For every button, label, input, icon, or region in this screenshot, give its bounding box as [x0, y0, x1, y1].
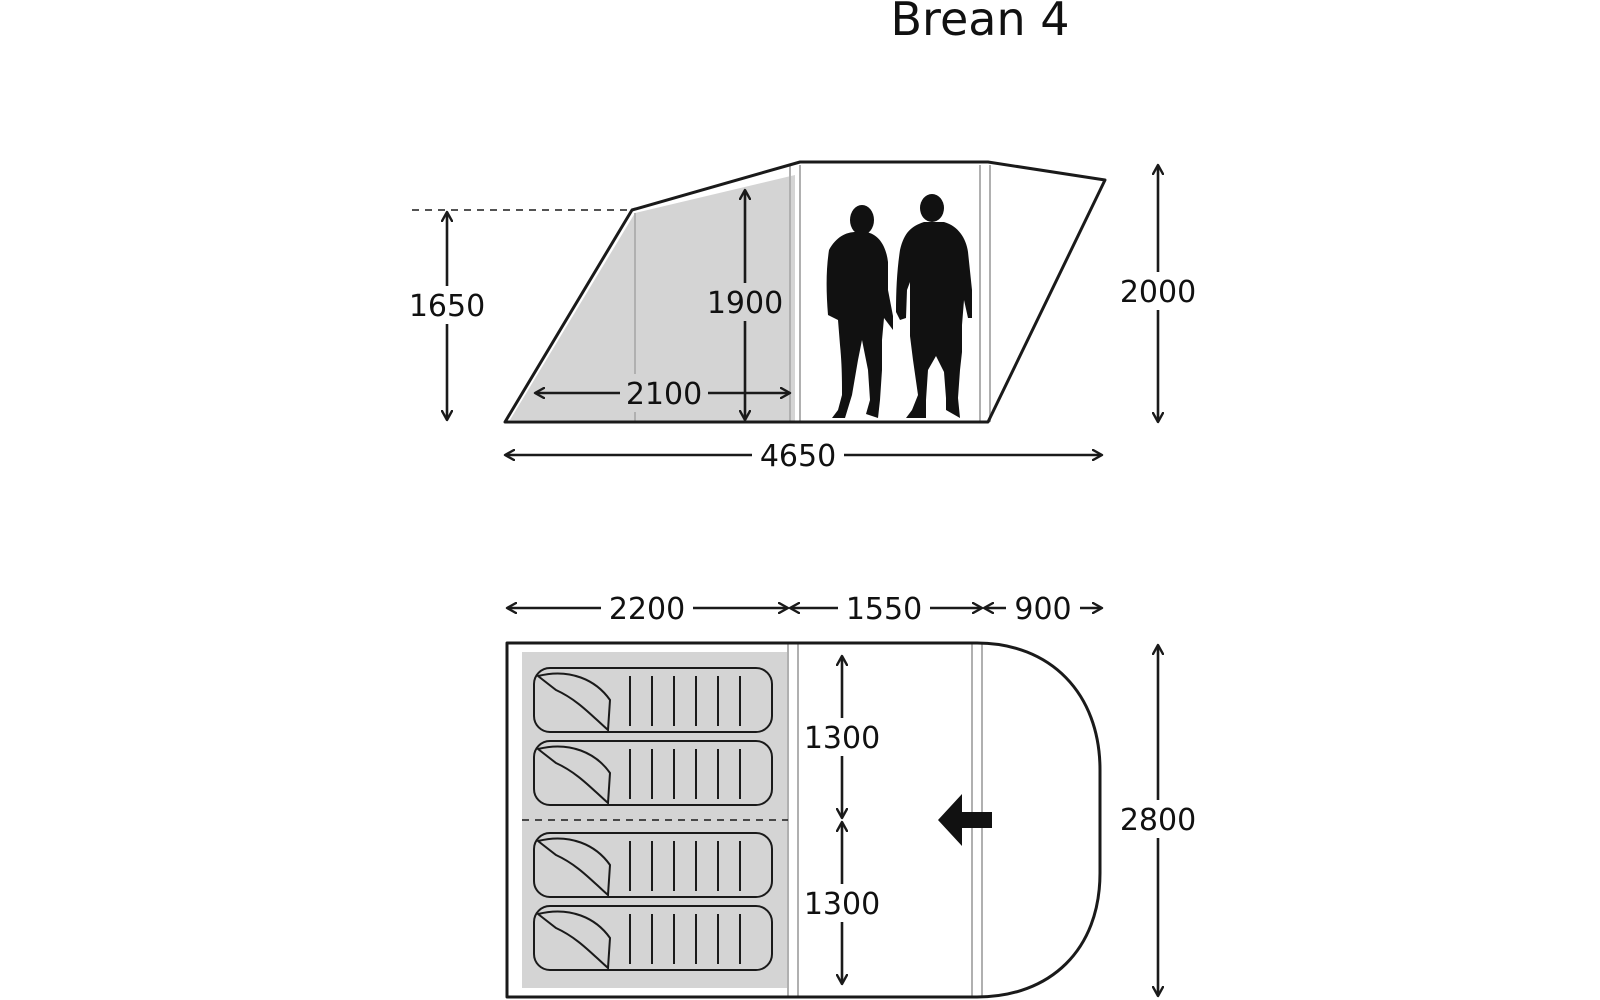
- person-silhouettes: [826, 194, 972, 418]
- entrance-arrow-icon: [938, 794, 992, 846]
- total-height-label: 2000: [1120, 275, 1196, 310]
- inner-height-label: 1900: [707, 286, 783, 321]
- inner-length-label: 2100: [626, 377, 702, 412]
- diagram-title: Brean 4: [891, 0, 1070, 46]
- bedroom-length-label: 2200: [609, 592, 685, 627]
- sleeping-bag: [533, 905, 773, 971]
- side-tent-outline: [503, 160, 1107, 424]
- bed-width-bottom-label: 1300: [804, 887, 880, 922]
- plan-tent-outline: [505, 641, 1102, 999]
- plan-view: 2200 1550 900 1300 1300 2800: [505, 589, 1204, 999]
- side-bedroom-fill: [510, 175, 795, 422]
- sleeping-bag: [533, 832, 773, 898]
- porch-height-label: 1650: [409, 289, 485, 324]
- living-length-label: 1550: [846, 592, 922, 627]
- side-view: 1650 1900 2100 4650 2000: [405, 160, 1204, 474]
- total-length-label: 4650: [760, 439, 836, 474]
- bed-width-top-label: 1300: [804, 721, 880, 756]
- porch-length-label: 900: [1014, 592, 1071, 627]
- man-silhouette: [896, 194, 972, 418]
- total-width-label: 2800: [1120, 803, 1196, 838]
- sleeping-bag: [533, 740, 773, 806]
- woman-silhouette: [826, 205, 893, 418]
- sleeping-bag: [533, 667, 773, 733]
